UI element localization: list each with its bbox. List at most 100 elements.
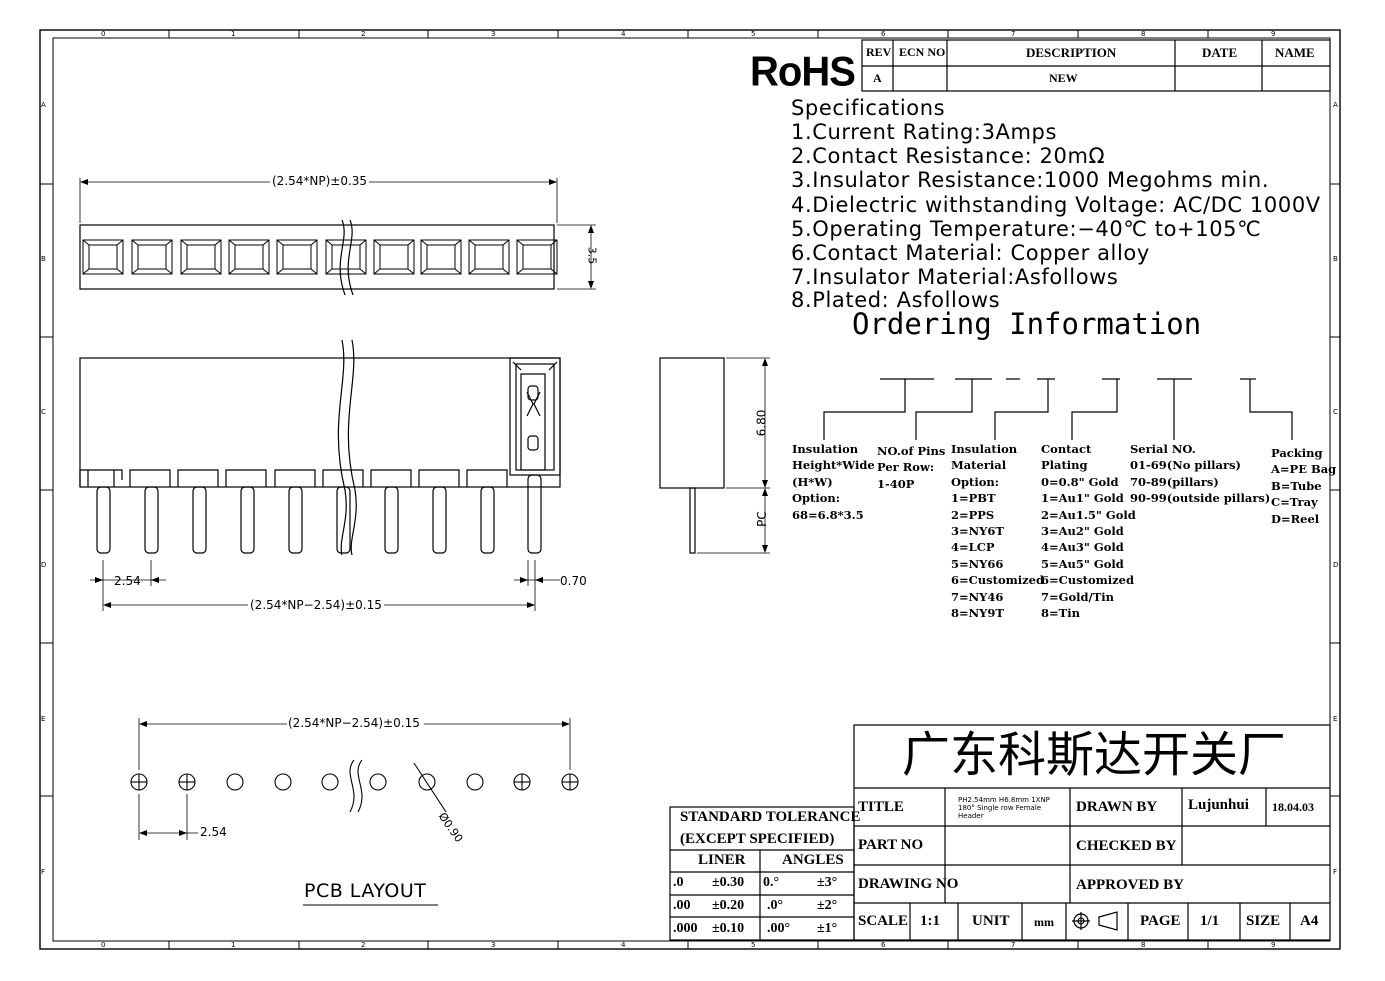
drawn-date: 18.04.03 bbox=[1272, 800, 1314, 814]
unit-label: UNIT bbox=[972, 913, 1010, 929]
title-label: TITLE bbox=[858, 799, 904, 815]
specs-heading: Specifications bbox=[791, 96, 946, 120]
ordering-col-plating: Contact Plating 0=0.8" Gold 1=Au1" Gold … bbox=[1041, 442, 1136, 621]
row-label: E bbox=[1333, 715, 1338, 723]
drawn-by-value: Lujunhui bbox=[1188, 797, 1249, 813]
col-label: 7 bbox=[1011, 941, 1016, 949]
tol-angle-decimal: 0.° bbox=[763, 875, 780, 890]
spec-item: 6.Contact Material: Copper alloy bbox=[791, 241, 1150, 265]
tol-decimal: .0 bbox=[673, 875, 684, 890]
pcb-layout bbox=[130, 718, 579, 906]
dim-pitch: 2.54 bbox=[114, 574, 141, 588]
row-label: A bbox=[1333, 101, 1338, 109]
pcb-layout-label: PCB LAYOUT bbox=[304, 880, 427, 902]
tol-linear: ±0.10 bbox=[712, 921, 745, 936]
row-label: D bbox=[41, 561, 47, 569]
tol-angle-decimal: .0° bbox=[767, 898, 784, 913]
col-label: 5 bbox=[751, 941, 756, 949]
rev-value: A bbox=[873, 71, 882, 85]
description-header: DESCRIPTION bbox=[1026, 45, 1117, 60]
part-no-label: PART NO bbox=[858, 837, 924, 853]
tol-decimal: .00 bbox=[673, 898, 691, 913]
col-label: 8 bbox=[1141, 30, 1146, 38]
angles-header: ANGLES bbox=[782, 852, 844, 868]
rev-header: REV bbox=[866, 45, 892, 59]
spec-item: 8.Plated: Asfollows bbox=[791, 288, 1001, 312]
spec-item: 5.Operating Temperature:−40℃ to+105℃ bbox=[791, 217, 1262, 241]
tol-angle: ±2° bbox=[817, 898, 838, 913]
col-label: 6 bbox=[881, 941, 886, 949]
rohs-logo: RoHS bbox=[750, 48, 856, 96]
col-label: 3 bbox=[491, 30, 496, 38]
col-label: 4 bbox=[621, 30, 626, 38]
ordering-title: Ordering Information bbox=[852, 307, 1202, 341]
revision-table bbox=[861, 39, 1331, 92]
dim-pc: PC bbox=[754, 511, 769, 527]
col-label: 7 bbox=[1011, 30, 1016, 38]
col-label: 1 bbox=[231, 30, 236, 38]
drawn-by-label: DRAWN BY bbox=[1076, 799, 1158, 815]
end-view bbox=[659, 357, 770, 554]
ordering-code-lines bbox=[823, 378, 1293, 440]
approved-by-label: APPROVED BY bbox=[1076, 877, 1184, 893]
scale-label: SCALE bbox=[858, 913, 909, 929]
spec-item: 2.Contact Resistance: 20mΩ bbox=[791, 144, 1106, 168]
row-label: B bbox=[41, 255, 46, 263]
ordering-col-pins: NO.of Pins Per Row: 1-40P bbox=[877, 444, 946, 491]
col-label: 8 bbox=[1141, 941, 1146, 949]
tol-decimal: .000 bbox=[673, 921, 698, 936]
row-label: D bbox=[1333, 561, 1339, 569]
liner-header: LINER bbox=[698, 852, 746, 868]
unit-value: mm bbox=[1034, 915, 1054, 929]
col-label: 0 bbox=[101, 30, 106, 38]
col-label: 5 bbox=[751, 30, 756, 38]
ordering-col-serial: Serial NO. 01-69(No pillars) 70-89(pilla… bbox=[1130, 442, 1271, 506]
pin-cavities bbox=[82, 239, 558, 275]
page-label: PAGE bbox=[1140, 913, 1181, 929]
dim-pcb-length: (2.54*NP−2.54)±0.15 bbox=[288, 716, 420, 730]
row-label: B bbox=[1333, 255, 1338, 263]
scale-value: 1:1 bbox=[920, 913, 940, 929]
dim-side-length: (2.54*NP−2.54)±0.15 bbox=[250, 598, 382, 612]
description-value: NEW bbox=[1049, 71, 1078, 85]
checked-by-label: CHECKED BY bbox=[1076, 838, 1177, 854]
col-label: 9 bbox=[1271, 941, 1276, 949]
tol-linear: ±0.30 bbox=[712, 875, 745, 890]
date-header: DATE bbox=[1202, 45, 1238, 60]
tol-linear: ±0.20 bbox=[712, 898, 745, 913]
col-label: 9 bbox=[1271, 30, 1276, 38]
col-label: 0 bbox=[101, 941, 106, 949]
ordering-col-material: Insulation Material Option: 1=PBT 2=PPS … bbox=[951, 442, 1045, 621]
row-label: A bbox=[41, 101, 46, 109]
dim-pcb-pitch: 2.54 bbox=[200, 825, 227, 839]
drawing-no-label: DRAWING NO bbox=[858, 876, 959, 892]
row-label: F bbox=[1333, 868, 1338, 876]
tolerance-table bbox=[669, 806, 855, 941]
col-label: 4 bbox=[621, 941, 626, 949]
tolerance-title: STANDARD TOLERANCE bbox=[680, 809, 861, 825]
tolerance-subtitle: (EXCEPT SPECIFIED) bbox=[680, 831, 835, 847]
tol-angle-decimal: .00° bbox=[767, 921, 791, 936]
zone-ticks bbox=[40, 30, 1340, 949]
ordering-col-height: Insulation Height*Wide (H*W) Option: 68=… bbox=[792, 442, 875, 522]
row-label: F bbox=[41, 868, 46, 876]
dim-pin-width: 0.70 bbox=[560, 574, 587, 588]
col-label: 6 bbox=[881, 30, 886, 38]
row-label: E bbox=[41, 715, 46, 723]
ecn-header: ECN NO bbox=[899, 45, 946, 59]
name-header: NAME bbox=[1275, 45, 1315, 60]
col-label: 2 bbox=[361, 941, 366, 949]
dim-height: 6.80 bbox=[754, 409, 769, 437]
dim-top-length: (2.54*NP)±0.35 bbox=[272, 174, 368, 188]
title-block bbox=[853, 724, 1331, 941]
size-value: A4 bbox=[1300, 913, 1319, 929]
col-label: 1 bbox=[231, 941, 236, 949]
tol-angle: ±1° bbox=[817, 921, 838, 936]
spec-item: 4.Dielectric withstanding Voltage: AC/DC… bbox=[791, 193, 1321, 217]
page-value: 1/1 bbox=[1200, 913, 1220, 929]
side-view bbox=[79, 339, 561, 611]
title-value: PH2.54mm H6.8mm 1XNP 180° Single row Fem… bbox=[958, 796, 1050, 820]
spec-item: 7.Insulator Material:Asfollows bbox=[791, 265, 1119, 289]
row-label: C bbox=[1333, 408, 1338, 416]
